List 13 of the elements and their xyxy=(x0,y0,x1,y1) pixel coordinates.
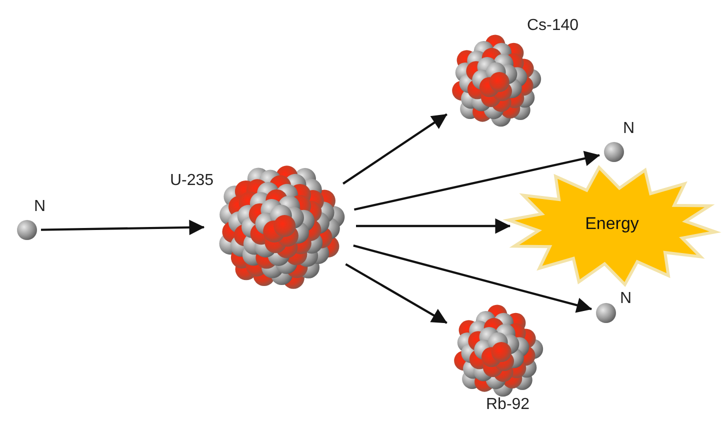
arrow xyxy=(342,113,448,185)
arrow xyxy=(356,218,511,234)
arrow xyxy=(354,150,600,211)
node-label: Energy xyxy=(585,214,639,234)
arrow xyxy=(353,244,592,313)
node-label: N xyxy=(34,198,46,216)
node-label: U-235 xyxy=(170,172,214,190)
arrow xyxy=(40,220,205,236)
arrow xyxy=(345,263,448,324)
node-label: Rb-92 xyxy=(486,396,530,414)
node-label: Cs-140 xyxy=(527,17,579,35)
node-label: N xyxy=(620,290,632,308)
node-label: N xyxy=(623,120,635,138)
